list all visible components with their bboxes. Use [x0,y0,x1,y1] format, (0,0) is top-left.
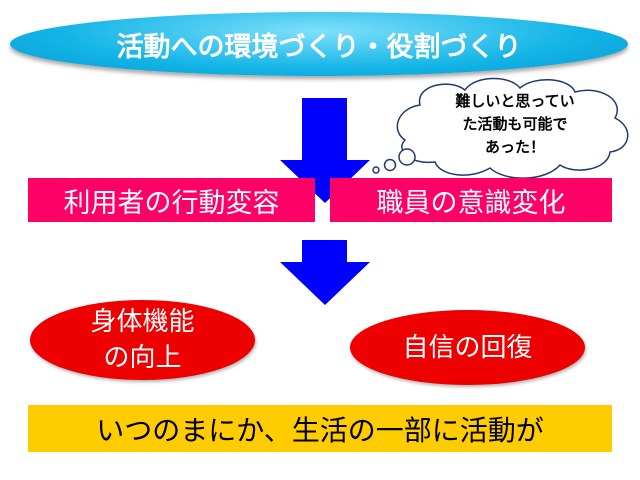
outcome-line: の向上 [103,343,182,373]
thought-text: 難しいと思ってい た活動も可能で あった！ [420,90,610,159]
box-label: 利用者の行動変容 [63,187,280,219]
thought-bubble [398,148,416,166]
physical-function-ellipse: 身体機能の向上 [30,300,255,380]
staff-awareness-change-box: 職員の意識変化 [330,178,612,222]
thought-bubble [372,166,380,174]
confidence-recovery-ellipse: 自信の回復 [350,310,585,385]
thought-bubble [383,158,397,172]
user-behavior-change-box: 利用者の行動変容 [28,178,315,222]
outcome-label: 自信の回復 [402,332,533,363]
conclusion-bar: いつのまにか、生活の一部に活動が [28,405,612,452]
down-arrow-1 [280,98,370,203]
title-text: 活動への環境づくり・役割づくり [116,31,522,63]
title-ellipse: 活動への環境づくり・役割づくり [10,12,628,76]
box-label: 職員の意識変化 [376,187,566,219]
conclusion-text: いつのまにか、生活の一部に活動が [96,413,544,447]
thought-line: あった！ [484,138,545,156]
thought-cloud [372,77,629,179]
outcome-line: 身体機能 [90,307,195,337]
thought-line: た活動も可能で [462,115,568,133]
thought-line: 難しいと思ってい [455,92,575,110]
down-arrow-2 [280,240,370,305]
